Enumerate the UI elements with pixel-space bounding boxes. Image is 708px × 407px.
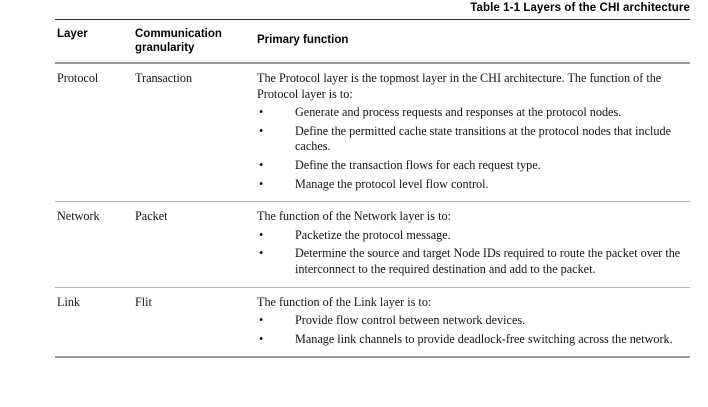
- cell-granularity: Packet: [133, 201, 255, 288]
- list-item: • Define the transaction flows for each …: [257, 158, 690, 174]
- list-item: • Manage the protocol level flow control…: [257, 177, 690, 193]
- cell-granularity: Transaction: [133, 63, 255, 203]
- bullet-icon: •: [259, 313, 264, 328]
- chi-layers-table: Layer Communication granularity Primary …: [55, 19, 690, 359]
- table-row: Protocol Transaction The Protocol layer …: [55, 63, 690, 203]
- cell-layer: Network: [55, 201, 133, 288]
- list-item-text: Provide flow control between network dev…: [295, 313, 526, 328]
- table-header: Layer Communication granularity Primary …: [55, 19, 690, 64]
- list-item: • Determine the source and target Node I…: [257, 246, 690, 277]
- bullet-icon: •: [259, 176, 264, 191]
- cell-granularity: Flit: [133, 287, 255, 359]
- bullet-icon: •: [259, 227, 264, 242]
- list-item-text: Determine the source and target Node IDs…: [295, 246, 681, 276]
- cell-primary-function: The Protocol layer is the topmost layer …: [255, 63, 690, 203]
- bullet-icon: •: [259, 123, 264, 138]
- list-item: • Manage link channels to provide deadlo…: [257, 332, 690, 348]
- table-header-row: Layer Communication granularity Primary …: [55, 19, 690, 64]
- column-header-layer: Layer: [55, 19, 133, 64]
- function-intro-text: The function of the Link layer is to:: [257, 294, 432, 309]
- bullet-icon: •: [259, 157, 264, 172]
- table-caption: Table 1-1 Layers of the CHI architecture: [470, 2, 690, 14]
- list-item-text: Manage link channels to provide deadlock…: [295, 331, 673, 346]
- list-item-text: Manage the protocol level flow control.: [295, 176, 489, 191]
- bullet-icon: •: [259, 246, 264, 261]
- list-item-text: Generate and process requests and respon…: [295, 105, 622, 120]
- function-intro-text: The Protocol layer is the topmost layer …: [257, 71, 662, 101]
- function-intro-text: The function of the Network layer is to:: [257, 209, 451, 224]
- list-item: • Define the permitted cache state trans…: [257, 124, 690, 155]
- list-item-text: Packetize the protocol message.: [295, 227, 451, 242]
- column-header-primary-function: Primary function: [255, 19, 690, 64]
- table-row: Network Packet The function of the Netwo…: [55, 201, 690, 288]
- list-item-text: Define the permitted cache state transit…: [295, 123, 671, 154]
- table-body: Protocol Transaction The Protocol layer …: [55, 63, 690, 359]
- cell-layer: Link: [55, 287, 133, 359]
- cell-primary-function: The function of the Link layer is to: • …: [255, 287, 690, 359]
- table-row: Link Flit The function of the Link layer…: [55, 287, 690, 359]
- column-header-communication-granularity: Communication granularity: [133, 19, 255, 64]
- cell-layer: Protocol: [55, 63, 133, 203]
- function-bullet-list: • Generate and process requests and resp…: [257, 105, 690, 192]
- list-item-text: Define the transaction flows for each re…: [295, 157, 541, 172]
- function-bullet-list: • Provide flow control between network d…: [257, 313, 690, 347]
- list-item: • Provide flow control between network d…: [257, 313, 690, 329]
- list-item: • Packetize the protocol message.: [257, 228, 690, 244]
- function-bullet-list: • Packetize the protocol message. • Dete…: [257, 228, 690, 278]
- bullet-icon: •: [259, 105, 264, 120]
- bullet-icon: •: [259, 331, 264, 346]
- cell-primary-function: The function of the Network layer is to:…: [255, 201, 690, 288]
- list-item: • Generate and process requests and resp…: [257, 105, 690, 121]
